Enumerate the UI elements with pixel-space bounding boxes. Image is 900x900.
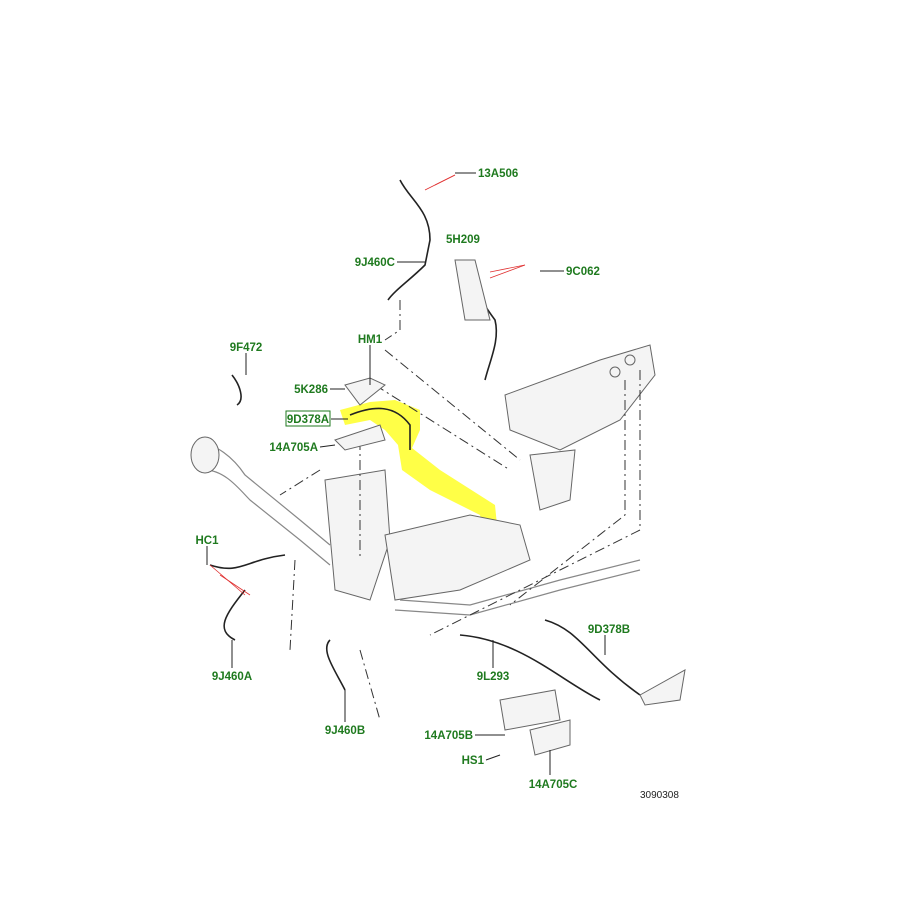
exhaust-system bbox=[190, 344, 656, 616]
label-9F472[interactable]: 9F472 bbox=[230, 342, 263, 354]
label-9J460A[interactable]: 9J460A bbox=[212, 671, 252, 683]
callout-red-lines bbox=[209, 174, 526, 596]
label-9D378A[interactable]: 9D378A bbox=[287, 414, 329, 426]
label-HC1[interactable]: HC1 bbox=[195, 535, 219, 547]
label-box-9D378A bbox=[285, 410, 331, 427]
label-9J460C[interactable]: 9J460C bbox=[355, 257, 395, 269]
diagram-reference-number: 3090308 bbox=[640, 790, 679, 801]
label-14A705A[interactable]: 14A705A bbox=[269, 442, 318, 454]
label-HM1[interactable]: HM1 bbox=[358, 334, 383, 346]
assembly-lines bbox=[279, 300, 641, 721]
label-5H209[interactable]: 5H209 bbox=[446, 234, 480, 246]
label-13A506[interactable]: 13A506 bbox=[478, 168, 518, 180]
label-9C062[interactable]: 9C062 bbox=[566, 266, 600, 278]
sensor-wires bbox=[209, 179, 686, 756]
label-14A705C[interactable]: 14A705C bbox=[529, 779, 578, 791]
highlight-9d378a[interactable] bbox=[340, 400, 498, 535]
label-9D378B[interactable]: 9D378B bbox=[588, 624, 630, 636]
label-9J460B[interactable]: 9J460B bbox=[325, 725, 365, 737]
label-14A705B[interactable]: 14A705B bbox=[424, 730, 473, 742]
label-5K286[interactable]: 5K286 bbox=[294, 384, 328, 396]
label-HS1[interactable]: HS1 bbox=[462, 755, 485, 767]
label-9L293[interactable]: 9L293 bbox=[477, 671, 510, 683]
leader-lines bbox=[206, 172, 606, 775]
